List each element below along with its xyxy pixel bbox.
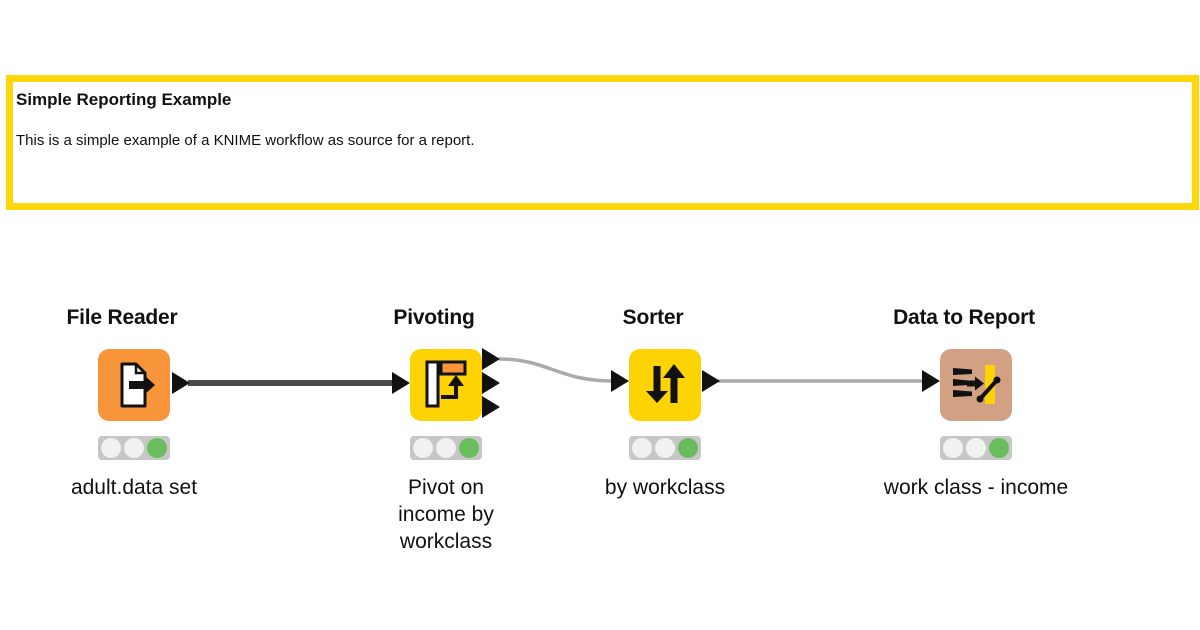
input-port-sorter[interactable] xyxy=(611,370,629,392)
node-status-traffic-light xyxy=(940,436,1012,460)
file-reader-icon xyxy=(120,362,155,408)
status-light-yellow xyxy=(655,438,675,458)
annotation-title: Simple Reporting Example xyxy=(16,90,232,109)
status-light-green xyxy=(989,438,1009,458)
node-status-traffic-light xyxy=(410,436,482,460)
node-title: File Reader xyxy=(66,306,178,329)
status-light-green xyxy=(678,438,698,458)
node-body-sorter[interactable] xyxy=(629,349,701,421)
node-label: adult.data set xyxy=(70,476,198,499)
status-light-yellow xyxy=(124,438,144,458)
node-label: by workclass xyxy=(604,476,726,499)
status-light-red xyxy=(632,438,652,458)
output-port-pivoting-2[interactable] xyxy=(482,372,500,394)
status-light-green xyxy=(147,438,167,458)
input-port-pivoting[interactable] xyxy=(392,372,410,394)
input-port-data-to-report[interactable] xyxy=(922,370,940,392)
status-light-green xyxy=(459,438,479,458)
pivoting-icon xyxy=(425,360,467,408)
node-body-data-to-report[interactable] xyxy=(940,349,1012,421)
status-light-red xyxy=(943,438,963,458)
node-title: Data to Report xyxy=(893,306,1035,329)
node-label: work class - income xyxy=(883,476,1069,499)
node-label: Pivot on income by workclass xyxy=(398,476,494,553)
data-to-report-icon xyxy=(953,365,1001,404)
status-light-yellow xyxy=(436,438,456,458)
status-light-yellow xyxy=(966,438,986,458)
annotation-body: This is a simple example of a KNIME work… xyxy=(16,132,475,149)
output-port-pivoting-1[interactable] xyxy=(482,348,500,370)
node-title: Pivoting xyxy=(393,306,475,329)
node-status-traffic-light xyxy=(98,436,170,460)
sorter-icon xyxy=(646,364,685,403)
node-title: Sorter xyxy=(622,306,684,329)
node-body-file-reader[interactable] xyxy=(98,349,170,421)
output-port-pivoting-3[interactable] xyxy=(482,396,500,418)
status-light-red xyxy=(413,438,433,458)
connection-pivoting-to-sorter[interactable] xyxy=(498,357,614,383)
output-port-file-reader[interactable] xyxy=(172,372,190,394)
status-light-red xyxy=(101,438,121,458)
node-body-pivoting[interactable] xyxy=(410,349,482,421)
node-status-traffic-light xyxy=(629,436,701,460)
workflow-annotation[interactable]: Simple Reporting Example This is a simpl… xyxy=(6,75,1199,210)
output-port-sorter[interactable] xyxy=(702,370,720,392)
